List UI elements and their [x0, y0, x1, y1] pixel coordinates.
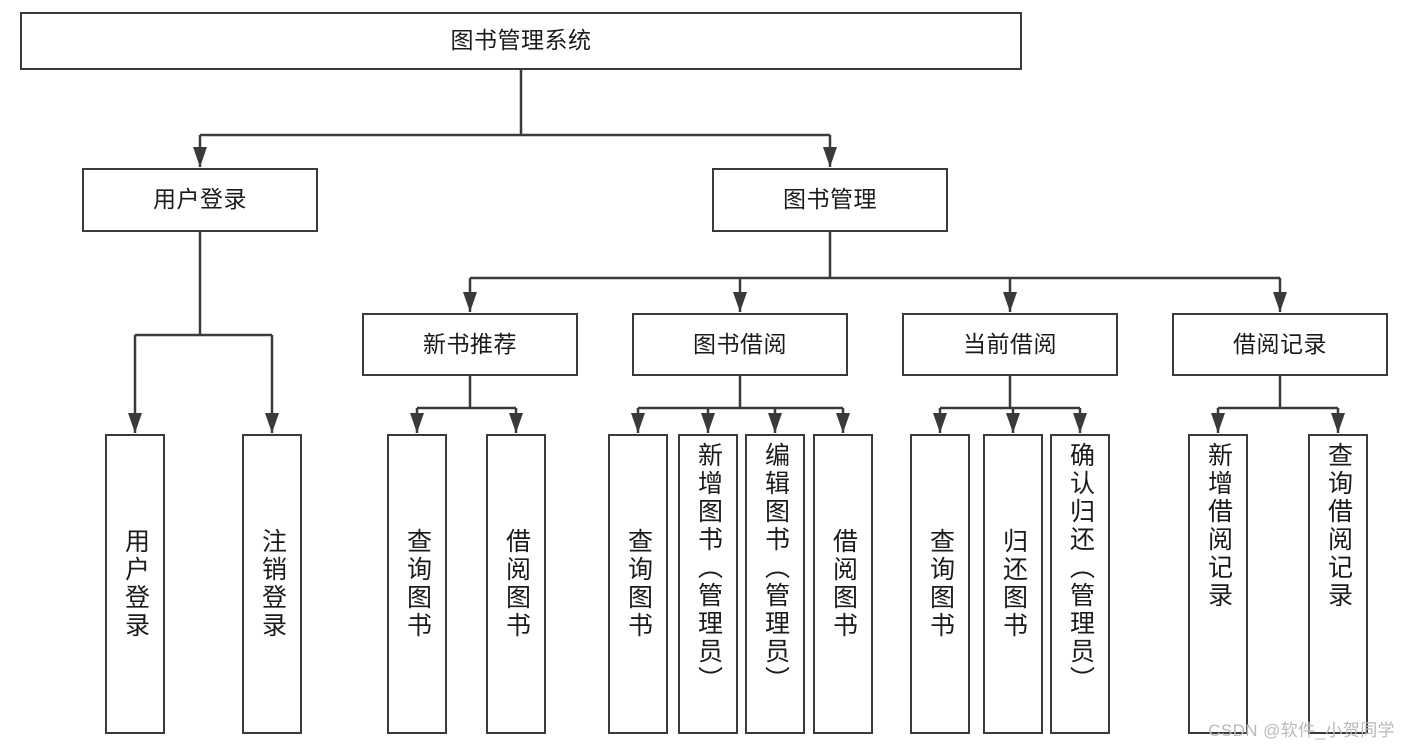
node-leaf_5[interactable]: 新增图书（管理员） [678, 434, 738, 734]
node-label: 用户登录 [153, 186, 247, 213]
node-label: 新增借阅记录 [1204, 442, 1233, 610]
node-label: 查询图书 [624, 528, 653, 640]
edge-arrowhead [509, 413, 523, 433]
node-l3_2[interactable]: 当前借阅 [902, 313, 1118, 376]
edge-arrowhead [128, 413, 142, 433]
edge-arrowhead [933, 413, 947, 433]
node-label: 图书借阅 [693, 330, 787, 357]
node-label: 用户登录 [121, 528, 150, 640]
node-leaf_10[interactable]: 确认归还（管理员） [1050, 434, 1110, 734]
node-label: 借阅图书 [502, 528, 531, 640]
node-label: 编辑图书（管理员） [761, 442, 790, 694]
node-label: 图书管理 [783, 186, 877, 213]
node-leaf_8[interactable]: 查询图书 [910, 434, 970, 734]
edge-arrowhead [823, 147, 837, 167]
node-label: 查询借阅记录 [1324, 442, 1353, 610]
node-l3_0[interactable]: 新书推荐 [362, 313, 578, 376]
node-leaf_6[interactable]: 编辑图书（管理员） [745, 434, 805, 734]
node-label: 新书推荐 [423, 330, 517, 357]
node-leaf_3[interactable]: 借阅图书 [486, 434, 546, 734]
edge-arrowhead [1211, 413, 1225, 433]
node-root[interactable]: 图书管理系统 [20, 12, 1022, 70]
node-label: 查询图书 [926, 528, 955, 640]
edge-arrowhead [1331, 413, 1345, 433]
node-label: 确认归还（管理员） [1066, 442, 1095, 694]
node-label: 注销登录 [258, 528, 287, 640]
node-leaf_11[interactable]: 新增借阅记录 [1188, 434, 1248, 734]
node-label: 借阅图书 [829, 528, 858, 640]
node-l3_3[interactable]: 借阅记录 [1172, 313, 1388, 376]
edge-arrowhead [701, 413, 715, 433]
edge-arrowhead [1273, 292, 1287, 312]
node-leaf_12[interactable]: 查询借阅记录 [1308, 434, 1368, 734]
edge-arrowhead [410, 413, 424, 433]
edge-arrowhead [265, 413, 279, 433]
node-leaf_1[interactable]: 注销登录 [242, 434, 302, 734]
edge-arrowhead [733, 292, 747, 312]
edge-arrowhead [768, 413, 782, 433]
node-label: 新增图书（管理员） [694, 442, 723, 694]
node-l3_1[interactable]: 图书借阅 [632, 313, 848, 376]
node-leaf_4[interactable]: 查询图书 [608, 434, 668, 734]
node-label: 查询图书 [403, 528, 432, 640]
node-label: 借阅记录 [1233, 330, 1327, 357]
edge-arrowhead [463, 292, 477, 312]
node-leaf_9[interactable]: 归还图书 [983, 434, 1043, 734]
node-leaf_7[interactable]: 借阅图书 [813, 434, 873, 734]
node-leaf_2[interactable]: 查询图书 [387, 434, 447, 734]
edge-arrowhead [836, 413, 850, 433]
node-l2_0[interactable]: 用户登录 [82, 168, 318, 232]
node-label: 当前借阅 [963, 330, 1057, 357]
edge-arrowhead [1003, 292, 1017, 312]
edge-arrowhead [1073, 413, 1087, 433]
edge-arrowhead [631, 413, 645, 433]
node-label: 归还图书 [999, 528, 1028, 640]
edge-arrowhead [1006, 413, 1020, 433]
edge-arrowhead [193, 147, 207, 167]
watermark: CSDN @软件_小贺同学 [1208, 721, 1395, 740]
node-leaf_0[interactable]: 用户登录 [105, 434, 165, 734]
node-l2_1[interactable]: 图书管理 [712, 168, 948, 232]
node-label: 图书管理系统 [450, 27, 592, 54]
